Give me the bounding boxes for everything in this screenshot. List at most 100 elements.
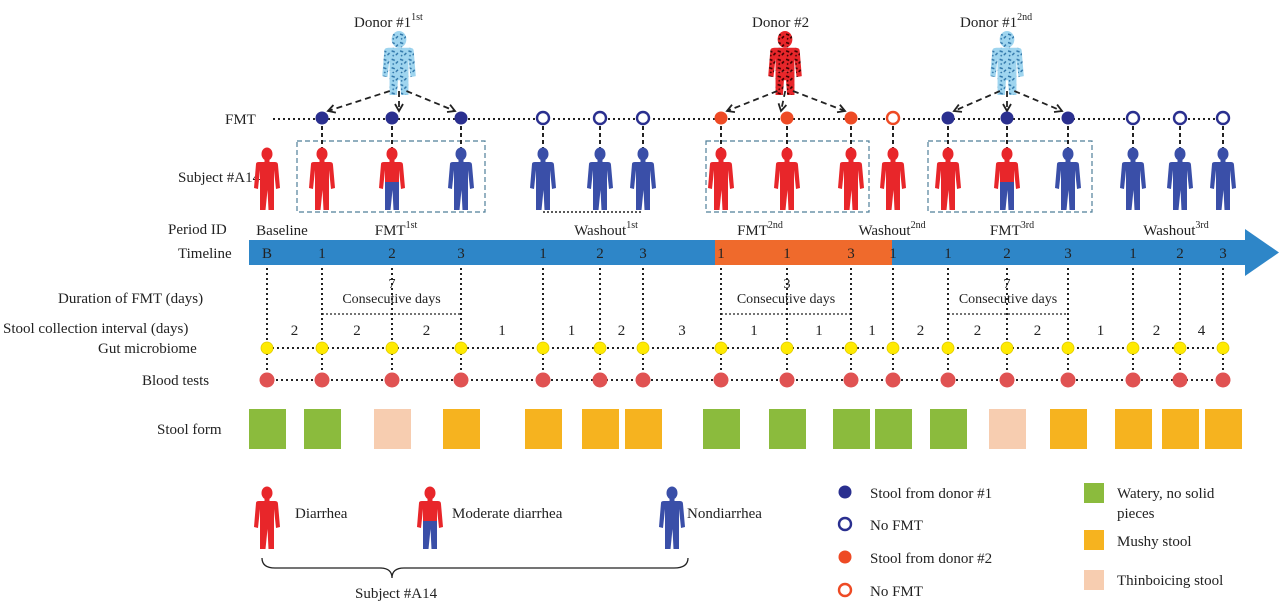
interval-value: 2	[917, 323, 925, 339]
row-label-fmt: FMT	[225, 112, 256, 128]
donor-1-first: Donor #11st	[354, 12, 423, 95]
timeline-day-label: 1	[944, 246, 952, 262]
stool-form-mushy	[625, 409, 662, 449]
period-label: FMT3rd	[990, 220, 1034, 239]
legend-no-fmt-1-label: No FMT	[870, 518, 923, 534]
subject-figure-icon	[309, 147, 335, 210]
donor-arrow	[406, 90, 457, 113]
subject-figure-icon	[448, 147, 474, 210]
interval-value: 2	[974, 323, 982, 339]
duration-days: 7	[1004, 277, 1011, 292]
timeline-bar	[249, 229, 1279, 276]
microbiome-sample-dot	[886, 341, 900, 355]
blood-test-dot	[259, 372, 275, 388]
interval-value: 2	[1034, 323, 1042, 339]
timeline-day-label: 1	[318, 246, 326, 262]
interval-value: 3	[678, 323, 686, 339]
legend-mushy-swatch	[1084, 530, 1104, 550]
timeline-day-label: 1	[1129, 246, 1137, 262]
row-labels: FMT Subject #A14 Period ID Timeline Dura…	[3, 112, 261, 438]
fmt-marker-donor2	[844, 111, 858, 125]
stool-form-row	[249, 409, 1242, 449]
stool-form-thin	[989, 409, 1026, 449]
row-label-period-id: Period ID	[168, 222, 227, 238]
duration-text: Consecutive days	[959, 292, 1057, 307]
microbiome-sample-dot	[780, 341, 794, 355]
period-label: Washout2nd	[858, 220, 925, 239]
fmt-marker-no-fmt	[635, 110, 651, 126]
interval-value: 1	[1097, 323, 1105, 339]
period-label: Washout1st	[574, 220, 638, 239]
row-label-duration: Duration of FMT (days)	[58, 291, 203, 307]
timeline-day-label: B	[262, 246, 272, 262]
microbiome-sample-dot	[1173, 341, 1187, 355]
donor-1-figure-icon	[990, 30, 1024, 95]
subject-figure-icon	[1210, 147, 1236, 210]
donor-arrows	[326, 90, 1064, 114]
period-label: FMT2nd	[737, 220, 783, 239]
legend-no-fmt-2-dot	[837, 582, 853, 598]
timeline-day-label: 2	[596, 246, 604, 262]
donor-2-figure-icon	[768, 30, 802, 95]
legend-donor1-label: Stool from donor #1	[870, 486, 992, 502]
subject-figure-icon	[530, 147, 556, 210]
subject-figure-icon	[994, 147, 1020, 210]
row-label-stool-form: Stool form	[157, 422, 222, 438]
legend-watery-label-2: pieces	[1117, 506, 1155, 522]
svg-text:Donor #12nd: Donor #12nd	[960, 12, 1032, 31]
stool-form-mushy	[443, 409, 480, 449]
subject-figure-icon	[1120, 147, 1146, 210]
stool-form-watery	[304, 409, 341, 449]
duration-text: Consecutive days	[737, 292, 835, 307]
stool-form-watery	[249, 409, 286, 449]
timeline-day-label: 2	[1003, 246, 1011, 262]
fmt-marker-donor1	[941, 111, 955, 125]
donor-arrow	[1013, 90, 1064, 113]
legend-no-fmt-2-label: No FMT	[870, 584, 923, 600]
fmt-marker-donor1	[1061, 111, 1075, 125]
blood-test-dot	[940, 372, 956, 388]
donor-arrow	[725, 90, 778, 114]
legend-diarrhea-label: Diarrhea	[295, 506, 348, 522]
stool-form-watery	[930, 409, 967, 449]
legend-nondiarrhea-figure-icon	[659, 486, 685, 549]
fmt-marker-donor1	[315, 111, 329, 125]
donor-2: Donor #2	[752, 15, 809, 95]
microbiome-sample-dot	[636, 341, 650, 355]
microbiome-sample-dot	[1216, 341, 1230, 355]
interval-value: 2	[423, 323, 431, 339]
blood-test-dot	[713, 372, 729, 388]
timeline-day-label: 1	[717, 246, 725, 262]
blood-test-dot	[1060, 372, 1076, 388]
timeline-segment	[892, 240, 1247, 265]
legend-watery-label-1: Watery, no solid	[1117, 486, 1215, 502]
interval-value: 2	[353, 323, 361, 339]
row-label-microbiome: Gut microbiome	[98, 341, 197, 357]
legend: Diarrhea Moderate diarrhea Nondiarrhea S…	[254, 483, 1223, 602]
subject-figure-icon	[935, 147, 961, 210]
fmt-marker-no-fmt	[535, 110, 551, 126]
legend-donor2-label: Stool from donor #2	[870, 551, 992, 567]
legend-moderate-label: Moderate diarrhea	[452, 506, 563, 522]
interval-value: 2	[291, 323, 299, 339]
timeline-day-label: 3	[639, 246, 647, 262]
legend-mushy-label: Mushy stool	[1117, 534, 1192, 550]
legend-nondiarrhea-label: Nondiarrhea	[687, 506, 762, 522]
microbiome-sample-dot	[941, 341, 955, 355]
donor-arrow	[777, 90, 788, 113]
timeline-day-label: 3	[457, 246, 465, 262]
fmt-period-box	[296, 140, 486, 213]
subject-figure-icon	[630, 147, 656, 210]
subject-row	[254, 147, 1236, 210]
sample-rows	[259, 341, 1231, 388]
timeline-segment	[249, 240, 715, 265]
blood-test-dot	[592, 372, 608, 388]
microbiome-sample-dot	[1126, 341, 1140, 355]
microbiome-sample-dot	[454, 341, 468, 355]
legend-no-fmt-1-dot	[837, 516, 853, 532]
